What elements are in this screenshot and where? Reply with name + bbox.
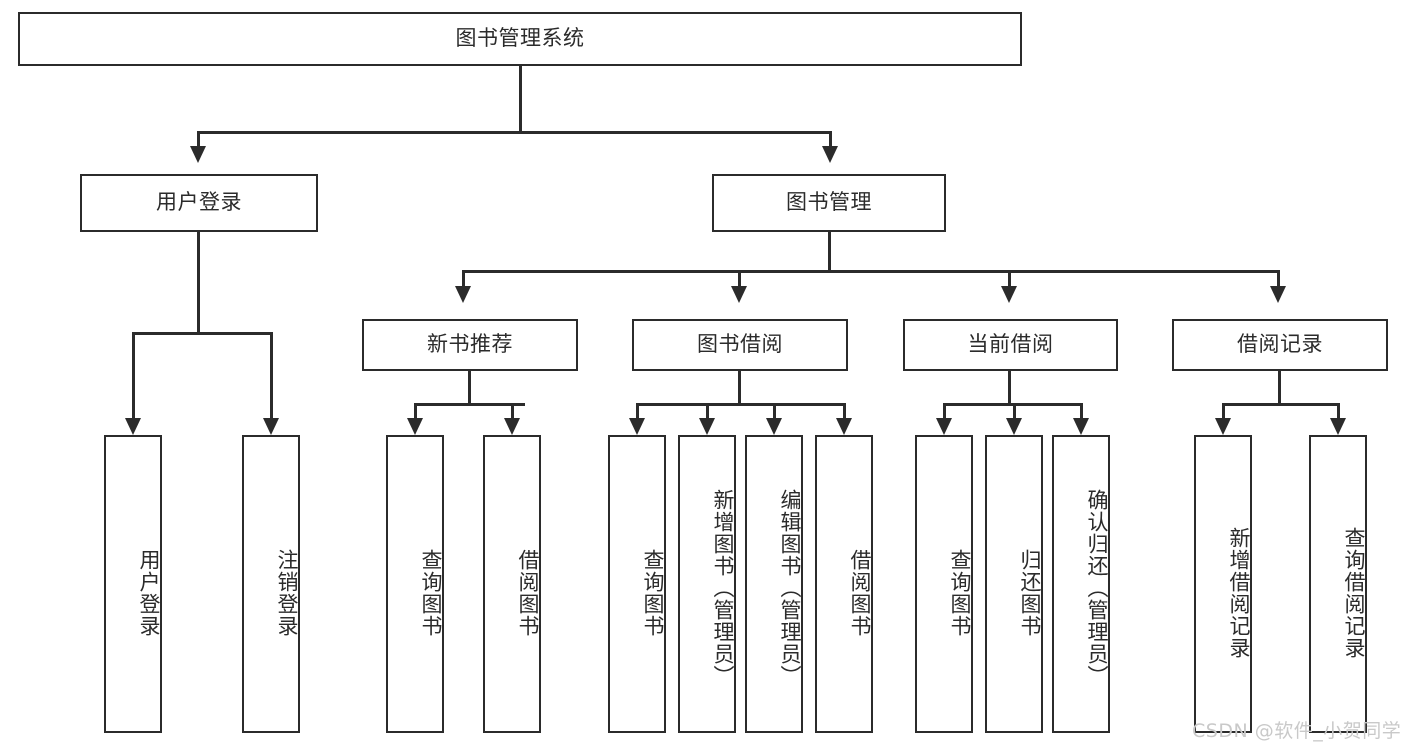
connector-current-borrow-to-leaf-3: [1080, 403, 1083, 420]
connector-root-stem: [519, 66, 522, 133]
node-root-system[interactable]: 图书管理系统: [18, 12, 1022, 66]
connector-current-borrow-to-leaf-2: [1013, 403, 1016, 420]
connector-root-to-book-manage: [829, 131, 832, 148]
connector-book-borrow-to-leaf-3: [773, 403, 776, 420]
arrowhead-current-borrow-to-leaf-2: [1006, 418, 1022, 435]
arrowhead-user-login-to-leaf-1: [125, 418, 141, 435]
connector-borrow-record-to-leaf-1: [1222, 403, 1225, 420]
arrowhead-root-to-book-manage: [822, 146, 838, 163]
connector-current-borrow-stem: [1008, 371, 1011, 405]
connector-book-manage-bus: [463, 270, 1280, 273]
leaf-return-book[interactable]: 归还图书: [985, 435, 1043, 733]
connector-root-to-user-login: [197, 131, 200, 148]
arrowhead-current-borrow-to-leaf-3: [1073, 418, 1089, 435]
leaf-add-book[interactable]: 新增图书（管理员）: [678, 435, 736, 733]
arrowhead-book-borrow-to-leaf-2: [699, 418, 715, 435]
leaf-logout-login[interactable]: 注销登录: [242, 435, 300, 733]
leaf-query-book-3[interactable]: 查询图书: [915, 435, 973, 733]
arrowhead-new-book-to-leaf-1: [407, 418, 423, 435]
node-borrow-record[interactable]: 借阅记录: [1172, 319, 1388, 371]
node-new-book-recommend[interactable]: 新书推荐: [362, 319, 578, 371]
connector-borrow-record-stem: [1278, 371, 1281, 405]
leaf-edit-book[interactable]: 编辑图书（管理员）: [745, 435, 803, 733]
connector-borrow-record-to-leaf-2: [1337, 403, 1340, 420]
arrowhead-book-manage-to-book-borrow: [731, 286, 747, 303]
connector-new-book-stem: [468, 371, 471, 405]
leaf-query-book-1[interactable]: 查询图书: [386, 435, 444, 733]
arrowhead-borrow-record-to-leaf-2: [1330, 418, 1346, 435]
arrowhead-book-manage-to-borrow-record: [1270, 286, 1286, 303]
leaf-query-record[interactable]: 查询借阅记录: [1309, 435, 1367, 733]
leaf-add-record[interactable]: 新增借阅记录: [1194, 435, 1252, 733]
leaf-borrow-book-1[interactable]: 借阅图书: [483, 435, 541, 733]
arrowhead-user-login-to-leaf-2: [263, 418, 279, 435]
leaf-user-login[interactable]: 用户登录: [104, 435, 162, 733]
node-user-login[interactable]: 用户登录: [80, 174, 318, 232]
arrowhead-new-book-to-leaf-2: [504, 418, 520, 435]
arrowhead-current-borrow-to-leaf-1: [936, 418, 952, 435]
leaf-query-book-2[interactable]: 查询图书: [608, 435, 666, 733]
node-book-manage[interactable]: 图书管理: [712, 174, 946, 232]
connector-book-borrow-to-leaf-1: [636, 403, 639, 420]
connector-new-book-bus: [415, 403, 525, 406]
leaf-borrow-book-2[interactable]: 借阅图书: [815, 435, 873, 733]
arrowhead-borrow-record-to-leaf-1: [1215, 418, 1231, 435]
node-book-borrow[interactable]: 图书借阅: [632, 319, 848, 371]
arrowhead-book-borrow-to-leaf-4: [836, 418, 852, 435]
connector-book-manage-to-borrow-record: [1277, 270, 1280, 288]
arrowhead-book-borrow-to-leaf-1: [629, 418, 645, 435]
connector-user-login-stem: [197, 232, 200, 334]
connector-book-manage-to-book-borrow: [738, 270, 741, 288]
connector-book-borrow-bus: [637, 403, 845, 406]
connector-user-login-to-leaf-2: [270, 332, 273, 420]
connector-book-borrow-stem: [738, 371, 741, 405]
node-current-borrow[interactable]: 当前借阅: [903, 319, 1118, 371]
connector-current-borrow-bus: [944, 403, 1081, 406]
arrowhead-book-borrow-to-leaf-3: [766, 418, 782, 435]
arrowhead-book-manage-to-new-book: [455, 286, 471, 303]
connector-user-login-bus: [133, 332, 273, 335]
connector-new-book-to-leaf-2: [511, 403, 514, 420]
connector-current-borrow-to-leaf-1: [943, 403, 946, 420]
connector-root-bus: [198, 131, 832, 134]
connector-book-manage-to-new-book: [462, 270, 465, 288]
connector-book-borrow-to-leaf-2: [706, 403, 709, 420]
arrowhead-book-manage-to-current-borrow: [1001, 286, 1017, 303]
leaf-confirm-return[interactable]: 确认归还（管理员）: [1052, 435, 1110, 733]
connector-book-manage-stem: [828, 232, 831, 272]
connector-user-login-to-leaf-1: [132, 332, 135, 420]
connector-book-borrow-to-leaf-4: [843, 403, 846, 420]
connector-new-book-to-leaf-1: [414, 403, 417, 420]
connector-borrow-record-bus: [1223, 403, 1339, 406]
arrowhead-root-to-user-login: [190, 146, 206, 163]
connector-book-manage-to-current-borrow: [1008, 270, 1011, 288]
